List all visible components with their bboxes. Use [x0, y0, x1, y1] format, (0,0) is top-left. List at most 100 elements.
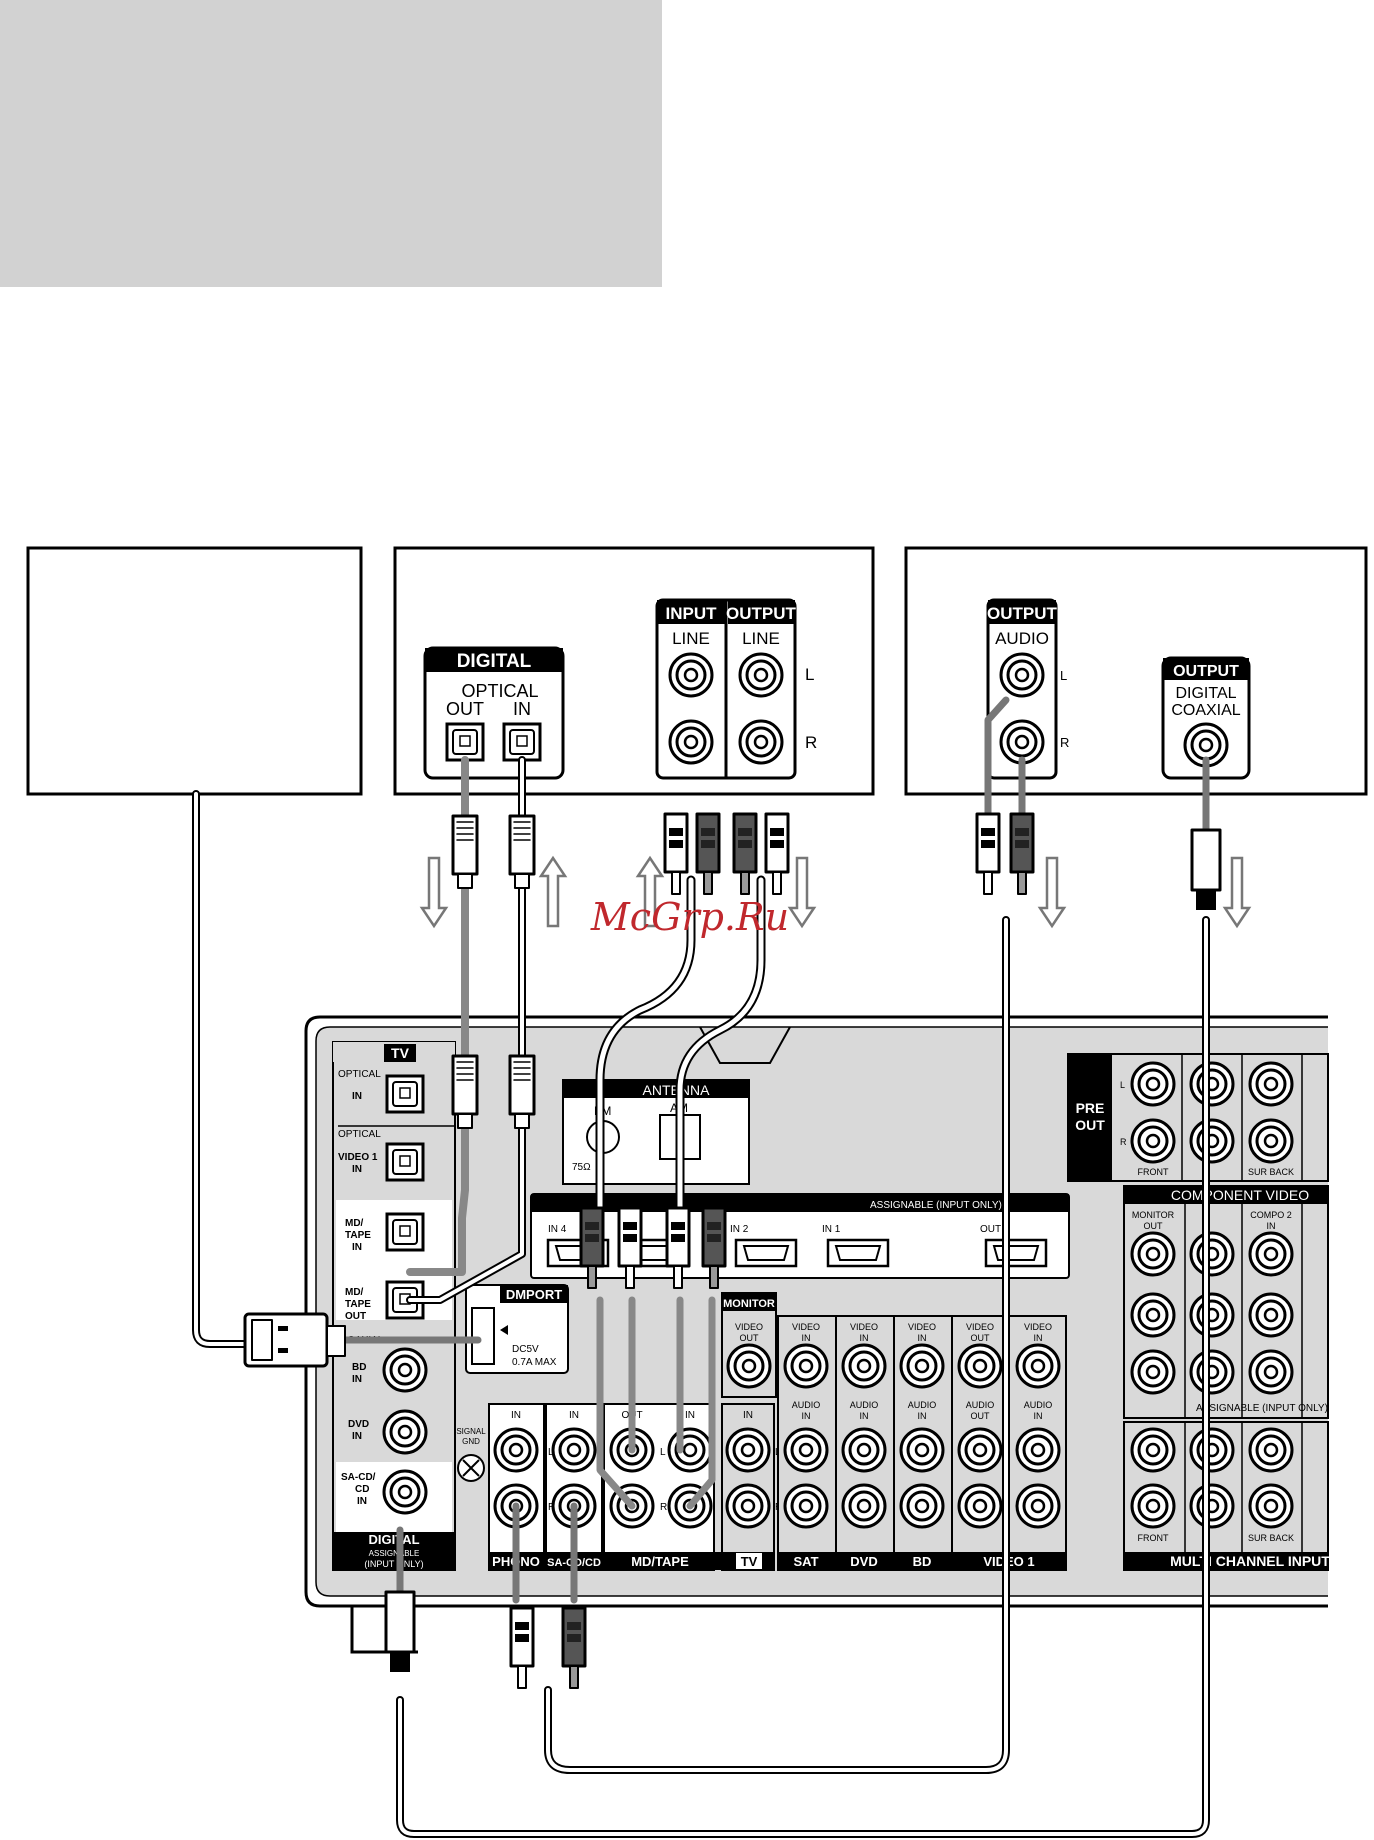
- svg-text:VIDEO: VIDEO: [908, 1322, 936, 1332]
- svg-text:OUT: OUT: [1075, 1117, 1105, 1133]
- svg-text:AUDIO: AUDIO: [1024, 1400, 1053, 1410]
- tv-optical-in-port[interactable]: [385, 1074, 425, 1114]
- hdmi-in1-port[interactable]: [826, 1238, 890, 1268]
- hdmi-out-port[interactable]: [984, 1238, 1048, 1268]
- svg-text:IN: IN: [352, 1164, 362, 1175]
- line-out-right-jack[interactable]: [738, 719, 784, 765]
- video1-video-out-jack[interactable]: [957, 1343, 1003, 1389]
- hdmi-plug: [243, 1312, 346, 1368]
- dmport-socket[interactable]: [471, 1307, 495, 1365]
- output-header: OUTPUT: [726, 604, 797, 623]
- dvd-video-in-jack[interactable]: [841, 1343, 887, 1389]
- tv-audio-label: TV: [741, 1554, 758, 1569]
- svg-text:75Ω: 75Ω: [572, 1162, 591, 1173]
- svg-text:OUT: OUT: [1144, 1221, 1164, 1231]
- dvd-audio-r-jack[interactable]: [841, 1483, 887, 1529]
- multi-surround-r-jack[interactable]: [1189, 1483, 1235, 1529]
- svg-text:0.7A MAX: 0.7A MAX: [512, 1357, 557, 1368]
- video1-audio-in-l-jack[interactable]: [1015, 1427, 1061, 1473]
- bd-coaxial-in-jack[interactable]: [382, 1347, 428, 1393]
- video1-audio-out-r-jack[interactable]: [957, 1483, 1003, 1529]
- dvd-coaxial-in-jack[interactable]: [382, 1409, 428, 1455]
- tv-audio-r-jack[interactable]: [725, 1483, 771, 1529]
- digital-header: DIGITAL: [457, 651, 532, 672]
- svg-text:COMPONENT VIDEO: COMPONENT VIDEO: [1171, 1187, 1309, 1203]
- svg-text:ASSIGNABLE (INPUT ONLY): ASSIGNABLE (INPUT ONLY): [1196, 1403, 1328, 1414]
- cables: [192, 696, 1222, 1838]
- md-line-in-r-plug: [695, 812, 721, 896]
- tv-audio-l-jack[interactable]: [725, 1427, 771, 1473]
- arrow-down-optical-out: [419, 856, 449, 929]
- pre-out-surround-r-jack[interactable]: [1189, 1118, 1235, 1164]
- component-compo3-pr-jack[interactable]: [1189, 1349, 1235, 1395]
- coax-coaxial-label: COAXIAL: [1171, 702, 1240, 719]
- line-out-left-jack[interactable]: [738, 652, 784, 698]
- dvd-audio-l-jack[interactable]: [841, 1427, 887, 1473]
- svg-text:COMPO 2: COMPO 2: [1250, 1210, 1292, 1220]
- arrow-down-line-out: [787, 856, 817, 929]
- svg-text:OUT: OUT: [971, 1333, 991, 1343]
- sat-audio-l-jack[interactable]: [783, 1427, 829, 1473]
- line-input-label: LINE: [672, 629, 710, 648]
- multi-surback-l-jack[interactable]: [1248, 1427, 1294, 1473]
- svg-text:CD: CD: [355, 1484, 369, 1495]
- line-in-left-jack[interactable]: [668, 652, 714, 698]
- component-monitor-pr-jack[interactable]: [1130, 1349, 1176, 1395]
- component-monitor-y-jack[interactable]: [1130, 1231, 1176, 1277]
- svg-text:L: L: [1120, 1080, 1125, 1090]
- optical-label: OPTICAL: [461, 681, 538, 701]
- coax-plug-top: [1190, 828, 1222, 910]
- pre-out-surback-l-jack[interactable]: [1248, 1061, 1294, 1107]
- svg-text:IN: IN: [352, 1374, 362, 1385]
- component-compo3-pb-jack[interactable]: [1189, 1292, 1235, 1338]
- bd-audio-r-jack[interactable]: [899, 1483, 945, 1529]
- md-line-in-l-plug: [663, 812, 689, 896]
- svg-text:FRONT: FRONT: [1138, 1533, 1169, 1543]
- cd-audio-left-jack[interactable]: [999, 652, 1045, 698]
- sacd-l-jack[interactable]: [551, 1427, 597, 1473]
- hdmi-in2-port[interactable]: [734, 1238, 798, 1268]
- component-monitor-pb-jack[interactable]: [1130, 1292, 1176, 1338]
- sat-audio-r-jack[interactable]: [783, 1483, 829, 1529]
- bd-video-in-jack[interactable]: [899, 1343, 945, 1389]
- multi-surback-r-jack[interactable]: [1248, 1483, 1294, 1529]
- svg-text:IN: IN: [685, 1410, 695, 1421]
- svg-text:AUDIO: AUDIO: [850, 1400, 879, 1410]
- optical-plug-top-out: [451, 814, 479, 890]
- multi-surround-l-jack[interactable]: [1189, 1427, 1235, 1473]
- video1-optical-in-port[interactable]: [385, 1142, 425, 1182]
- line-output-label: LINE: [742, 629, 780, 648]
- multi-front-l-jack[interactable]: [1130, 1427, 1176, 1473]
- mdtape-in-l-jack[interactable]: [667, 1427, 713, 1473]
- svg-text:OUT: OUT: [345, 1311, 366, 1322]
- pre-out-surround-l-jack[interactable]: [1189, 1061, 1235, 1107]
- video1-audio-in-r-jack[interactable]: [1015, 1483, 1061, 1529]
- component-compo2-pb-jack[interactable]: [1248, 1292, 1294, 1338]
- pre-out-surback-r-jack[interactable]: [1248, 1118, 1294, 1164]
- arrow-down-cd-audio: [1037, 856, 1067, 929]
- monitor-video-out-jack[interactable]: [726, 1343, 772, 1389]
- pre-out-front-r-jack[interactable]: [1130, 1118, 1176, 1164]
- bd-audio-l-jack[interactable]: [899, 1427, 945, 1473]
- sacd-coaxial-in-jack[interactable]: [382, 1469, 428, 1515]
- multi-front-r-jack[interactable]: [1130, 1483, 1176, 1529]
- optical-in-port[interactable]: [502, 722, 542, 762]
- optical-out-port[interactable]: [445, 722, 485, 762]
- svg-text:IN: IN: [860, 1333, 869, 1343]
- receiver-sacd-l-plug: [509, 1606, 535, 1690]
- mdtape-optical-in-port[interactable]: [385, 1212, 425, 1252]
- line-in-right-jack[interactable]: [668, 719, 714, 765]
- component-compo2-pr-jack[interactable]: [1248, 1349, 1294, 1395]
- sat-video-in-jack[interactable]: [783, 1343, 829, 1389]
- tv-header: TV: [391, 1045, 410, 1061]
- phono-l-jack[interactable]: [493, 1427, 539, 1473]
- video1-audio-out-l-jack[interactable]: [957, 1427, 1003, 1473]
- line-r-label: R: [805, 733, 817, 752]
- svg-text:SIGNAL: SIGNAL: [456, 1427, 486, 1436]
- component-compo3-y-jack[interactable]: [1189, 1231, 1235, 1277]
- component-compo2-y-jack[interactable]: [1248, 1231, 1294, 1277]
- svg-text:VIDEO: VIDEO: [735, 1322, 763, 1332]
- pre-out-front-l-jack[interactable]: [1130, 1061, 1176, 1107]
- video1-video-in-jack[interactable]: [1015, 1343, 1061, 1389]
